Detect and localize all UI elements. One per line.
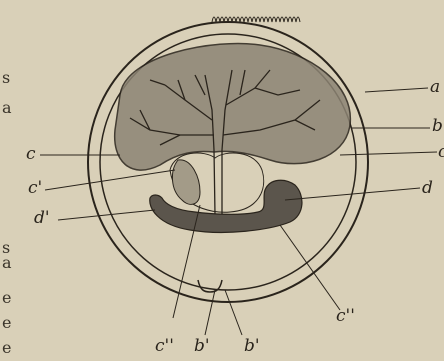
label-c-prime: c' xyxy=(28,180,42,197)
label-c-right: c xyxy=(438,144,444,161)
label-c-double-prime-bottom: c'' xyxy=(155,338,174,355)
margin-fragment: e xyxy=(2,340,11,356)
allantois-mass xyxy=(115,43,351,170)
label-d-prime: d' xyxy=(34,210,50,227)
margin-fragment: s xyxy=(2,70,10,86)
margin-fragment: e xyxy=(2,290,11,306)
label-b: b xyxy=(432,118,443,135)
margin-fragment: a xyxy=(2,100,12,116)
label-b-prime-left: b' xyxy=(194,338,210,355)
margin-fragment: e xyxy=(2,315,11,331)
margin-fragment: a xyxy=(2,255,12,271)
label-d: d xyxy=(422,180,433,197)
label-b-prime-right: b' xyxy=(244,338,260,355)
label-c-double-prime-right: c'' xyxy=(336,308,355,325)
label-c-left: c xyxy=(26,146,36,163)
label-a: a xyxy=(430,79,440,96)
